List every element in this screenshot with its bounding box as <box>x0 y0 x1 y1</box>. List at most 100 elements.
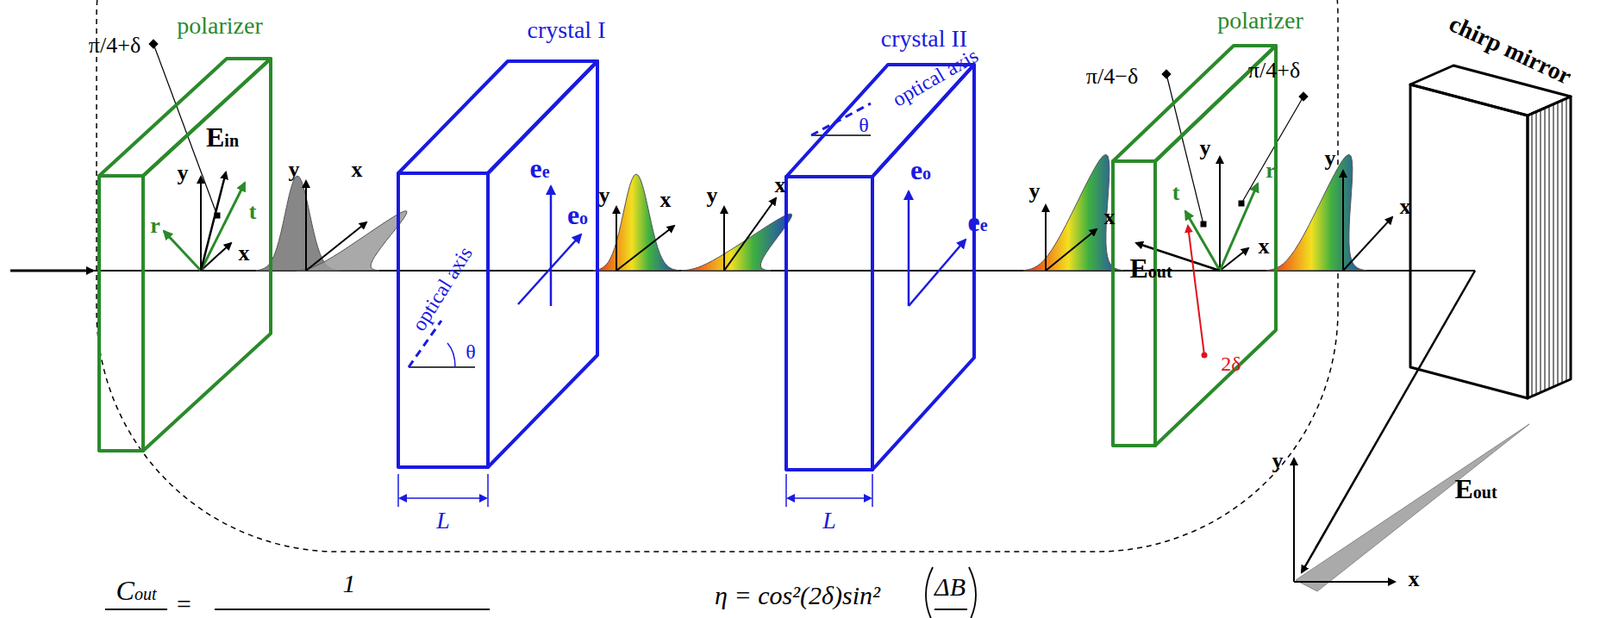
element-heading: polarizer <box>1217 6 1304 35</box>
element-face <box>398 173 488 468</box>
axis-arrow <box>200 182 245 271</box>
leader-line <box>1166 74 1204 225</box>
element-heading: crystal I <box>527 16 607 44</box>
diagram-label: optical axis <box>888 43 982 112</box>
axis-arrow <box>1187 225 1205 356</box>
mirror-layer <box>1562 100 1563 383</box>
angle-arc <box>447 343 456 368</box>
axis-arrow <box>1044 205 1047 271</box>
mirror-layer <box>1549 106 1550 389</box>
element-heading: chirp mirror <box>1444 9 1576 91</box>
diagram-label: x <box>1408 567 1420 593</box>
element-outline <box>786 64 975 470</box>
optical-element: chirp mirror <box>1405 60 1576 404</box>
setup-boundary <box>96 0 1338 552</box>
element-outline <box>1112 45 1276 446</box>
leader-dot <box>148 38 158 49</box>
diagram-label: x <box>1400 194 1412 220</box>
element-heading: crystal II <box>881 25 968 53</box>
diagram-label: π/4+δ <box>88 33 141 59</box>
reference-line <box>408 366 475 369</box>
element-face <box>872 64 975 470</box>
element-face <box>1527 96 1571 399</box>
mirror-layer <box>1557 102 1559 386</box>
axis-arrow <box>615 206 618 271</box>
optical-element: crystal I <box>398 61 598 468</box>
mirror-layer <box>1531 113 1533 397</box>
diagram-label: optical axis <box>407 242 478 335</box>
optical-element: crystal II <box>786 64 975 470</box>
diagram-label: 1 <box>343 568 357 598</box>
axis-arrow <box>200 172 226 271</box>
leader-dot <box>214 212 221 219</box>
formula-strokes <box>105 567 976 618</box>
light-pulse <box>1023 154 1124 271</box>
axis-arrow <box>305 181 307 271</box>
optical-element: polarizer <box>1112 45 1276 446</box>
leader-dot <box>1201 352 1208 359</box>
axis-arrow <box>306 222 367 271</box>
leader-dot <box>1200 221 1207 228</box>
diagram-label: y <box>599 183 611 209</box>
element-face <box>1155 45 1276 446</box>
mirror-layer <box>1536 112 1538 395</box>
axis-arrow <box>1045 229 1097 271</box>
diagram-label: = <box>175 589 193 618</box>
output-pulse-shadow <box>1295 424 1530 592</box>
diagram-label: θ <box>858 113 869 137</box>
element-face <box>1410 84 1528 399</box>
reflected-beam <box>1301 270 1475 573</box>
diagram-label: x <box>660 187 672 213</box>
diagram-label: ee <box>967 206 988 238</box>
element-face <box>487 61 598 468</box>
axis-arrow <box>550 186 553 307</box>
axis-arrow <box>1293 458 1295 582</box>
leader-line <box>1241 96 1304 204</box>
diagram-label: x <box>775 173 787 199</box>
diagram-label: y <box>1029 179 1041 205</box>
diagram-label: x <box>351 157 363 183</box>
mirror-layer <box>1544 107 1546 391</box>
axis-arrow <box>163 231 201 271</box>
diagram-label: eo <box>910 155 932 186</box>
diagram-label: θ <box>465 340 476 363</box>
diagram-label: t <box>1172 181 1181 207</box>
dimension-lines <box>398 474 873 507</box>
light-pulse <box>681 213 793 271</box>
element-outline <box>398 61 598 468</box>
diagram-label: r <box>150 213 161 239</box>
diagram-label: Eout <box>1454 474 1497 505</box>
diagram-label: L <box>822 507 837 535</box>
diagram-label: Ein <box>206 122 239 153</box>
diagram-label: Cout <box>116 575 157 607</box>
element-outline <box>1405 60 1576 404</box>
axis-arrow <box>200 176 202 271</box>
diagram-label: y <box>288 157 300 183</box>
axis-arrow <box>1218 156 1221 271</box>
element-heading: polarizer <box>176 12 263 40</box>
element-face <box>398 61 598 174</box>
axis-arrow <box>1343 217 1393 271</box>
leader-dot <box>1238 200 1245 207</box>
leader-dot <box>1161 68 1171 79</box>
element-face <box>143 58 271 451</box>
diagram-label: y <box>706 183 719 209</box>
axis-arrow <box>1342 170 1344 271</box>
input-arrow <box>10 269 94 273</box>
diagram-label: 2δ <box>1220 352 1241 375</box>
diagram-label: eo <box>567 200 588 231</box>
element-face <box>99 58 271 176</box>
mirror-layer <box>1553 104 1555 388</box>
diagram-label: x <box>238 241 250 267</box>
diagram-label: x <box>1258 234 1270 260</box>
light-pulse <box>593 174 680 271</box>
axis-arrow <box>724 198 776 271</box>
element-face <box>1112 161 1156 446</box>
diagram-label: ee <box>529 153 550 184</box>
axis-arrow <box>616 225 675 271</box>
light-pulse <box>256 175 339 271</box>
diagram-label: π/4+δ <box>1248 58 1300 84</box>
diagram-label: L <box>436 507 450 535</box>
diagram-label: y <box>1200 136 1212 162</box>
